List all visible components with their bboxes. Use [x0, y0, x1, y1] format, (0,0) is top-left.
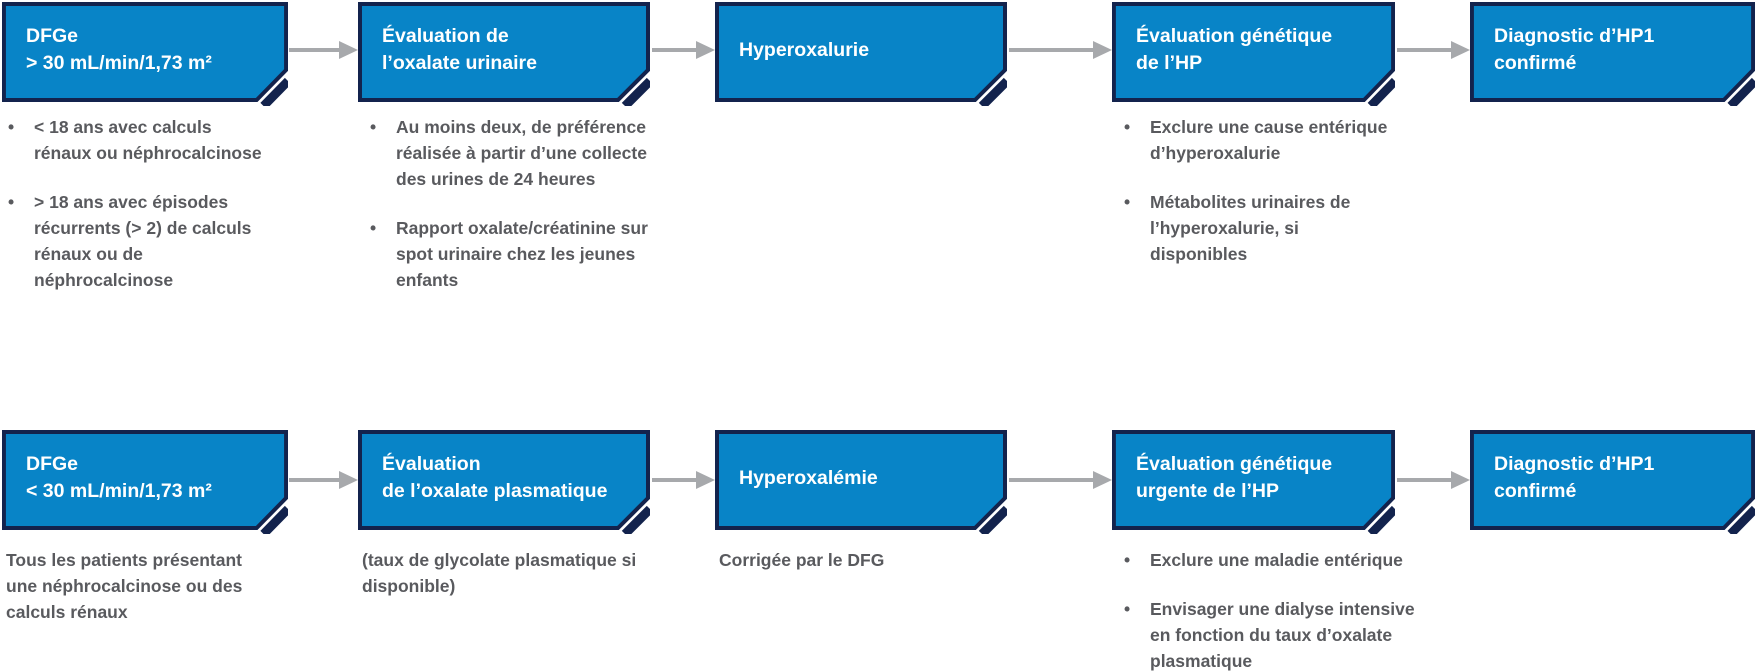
flow-arrow [289, 40, 358, 60]
box-title: Évaluation génétique de l’HP [1136, 25, 1333, 74]
bullet-dot: • [1124, 117, 1131, 137]
arrow-head-icon [1451, 471, 1470, 489]
bullet-dot: • [8, 117, 15, 137]
notched-box-shape [715, 430, 1007, 534]
notched-box-shape [2, 2, 288, 106]
box-title: Évaluation de l’oxalate plasmatique [382, 453, 608, 502]
flow-box-diagnostic-hp1-confirme-2: Diagnostic d’HP1 confirmé [1470, 430, 1755, 534]
bullet-text: Exclure une cause entérique d’hyperoxalu… [1150, 117, 1388, 163]
notched-box-shape [1112, 430, 1395, 534]
bullet-text: Au moins deux, de préférence réalisée à … [396, 117, 647, 189]
arrow-shaft [1009, 48, 1093, 52]
notes-hyperoxalemie: Corrigée par le DFG [719, 550, 885, 570]
arrow-shaft [652, 478, 696, 482]
arrow-head-icon [696, 41, 715, 59]
bullet-dot: • [370, 218, 377, 238]
box-title: DFGe < 30 mL/min/1,73 m² [26, 453, 212, 502]
arrow-head-icon [696, 471, 715, 489]
flow-box-evaluation-oxalate-urinaire: Évaluation de l’oxalate urinaire [358, 2, 650, 106]
box-title: DFGe > 30 mL/min/1,73 m² [26, 25, 212, 74]
arrow-shaft [1009, 478, 1093, 482]
flow-box-evaluation-oxalate-plasmatique: Évaluation de l’oxalate plasmatique [358, 430, 650, 534]
notched-box-shape [358, 2, 650, 106]
arrow-shaft [1397, 48, 1451, 52]
flow-box-hyperoxalurie: Hyperoxalurie [715, 2, 1007, 106]
arrow-shaft [652, 48, 696, 52]
box-title: Évaluation génétique urgente de l’HP [1136, 453, 1333, 502]
notes-oxalate-urinaire: • Au moins deux, de préférence réalisée … [370, 114, 670, 293]
arrow-head-icon [1093, 41, 1112, 59]
flow-box-hyperoxalemie: Hyperoxalémie [715, 430, 1007, 534]
notched-box-shape [358, 430, 650, 534]
notched-box-shape [2, 430, 288, 534]
bullet-item: • Métabolites urinaires de l’hyperoxalur… [1124, 189, 1400, 267]
bullet-dot: • [1124, 192, 1131, 212]
bullet-item: • Exclure une maladie entérique [1124, 547, 1424, 573]
notes-evaluation-genetique-urgente-hp: • Exclure une maladie entérique • Envisa… [1124, 547, 1424, 671]
bullet-item: • Envisager une dialyse intensive en fon… [1124, 596, 1424, 671]
arrow-head-icon [1451, 41, 1470, 59]
flow-arrow [652, 40, 715, 60]
box-title: Hyperoxalurie [739, 38, 870, 61]
bullet-dot: • [1124, 599, 1131, 619]
flow-arrow [1397, 470, 1470, 490]
box-title: Hyperoxalémie [739, 466, 878, 489]
bullet-text: Métabolites urinaires de l’hyperoxalurie… [1150, 192, 1351, 264]
flow-box-dfge-lt30: DFGe < 30 mL/min/1,73 m² [2, 430, 288, 534]
box-title: Diagnostic d’HP1 confirmé [1494, 25, 1655, 74]
box-title: Évaluation de l’oxalate urinaire [382, 25, 537, 74]
bullet-item: • Exclure une cause entérique d’hyperoxa… [1124, 114, 1400, 166]
bullet-text: Rapport oxalate/créatinine sur spot urin… [396, 218, 648, 290]
box-title: Diagnostic d’HP1 confirmé [1494, 453, 1655, 502]
flow-arrow [1397, 40, 1470, 60]
bullet-item: • Au moins deux, de préférence réalisée … [370, 114, 670, 192]
arrow-shaft [1397, 478, 1451, 482]
bullet-text: Envisager une dialyse intensive en fonct… [1150, 599, 1415, 671]
bullet-text: < 18 ans avec calculs rénaux ou néphroca… [34, 117, 262, 163]
notched-box-shape [1470, 2, 1755, 106]
bullet-item: • < 18 ans avec calculs rénaux ou néphro… [8, 114, 264, 166]
flow-arrow [1009, 470, 1112, 490]
flow-box-dfge-gt30: DFGe > 30 mL/min/1,73 m² [2, 2, 288, 106]
flow-box-diagnostic-hp1-confirme: Diagnostic d’HP1 confirmé [1470, 2, 1755, 106]
flow-arrow [289, 470, 358, 490]
notched-box-shape [715, 2, 1007, 106]
arrow-head-icon [1093, 471, 1112, 489]
arrow-head-icon [339, 41, 358, 59]
notes-dfge-gt30: • < 18 ans avec calculs rénaux ou néphro… [8, 114, 264, 293]
bullet-item: • > 18 ans avec épisodes récurrents (> 2… [8, 189, 264, 293]
bullet-text: Exclure une maladie entérique [1150, 550, 1403, 570]
flow-arrow [1009, 40, 1112, 60]
arrow-shaft [289, 478, 339, 482]
notes-oxalate-plasmatique: (taux de glycolate plasmatique si dispon… [362, 550, 637, 596]
flow-box-evaluation-genetique-urgente-hp: Évaluation génétique urgente de l’HP [1112, 430, 1395, 534]
notched-box-shape [1112, 2, 1395, 106]
notched-box-shape [1470, 430, 1755, 534]
arrow-head-icon [339, 471, 358, 489]
notes-dfge-lt30: Tous les patients présentant une néphroc… [6, 550, 243, 622]
bullet-dot: • [370, 117, 377, 137]
bullet-text: > 18 ans avec épisodes récurrents (> 2) … [34, 192, 252, 290]
bullet-item: • Rapport oxalate/créatinine sur spot ur… [370, 215, 670, 293]
bullet-dot: • [1124, 550, 1131, 570]
arrow-shaft [289, 48, 339, 52]
flow-box-evaluation-genetique-hp: Évaluation génétique de l’HP [1112, 2, 1395, 106]
flow-arrow [652, 470, 715, 490]
notes-evaluation-genetique-hp: • Exclure une cause entérique d’hyperoxa… [1124, 114, 1400, 267]
bullet-dot: • [8, 192, 15, 212]
